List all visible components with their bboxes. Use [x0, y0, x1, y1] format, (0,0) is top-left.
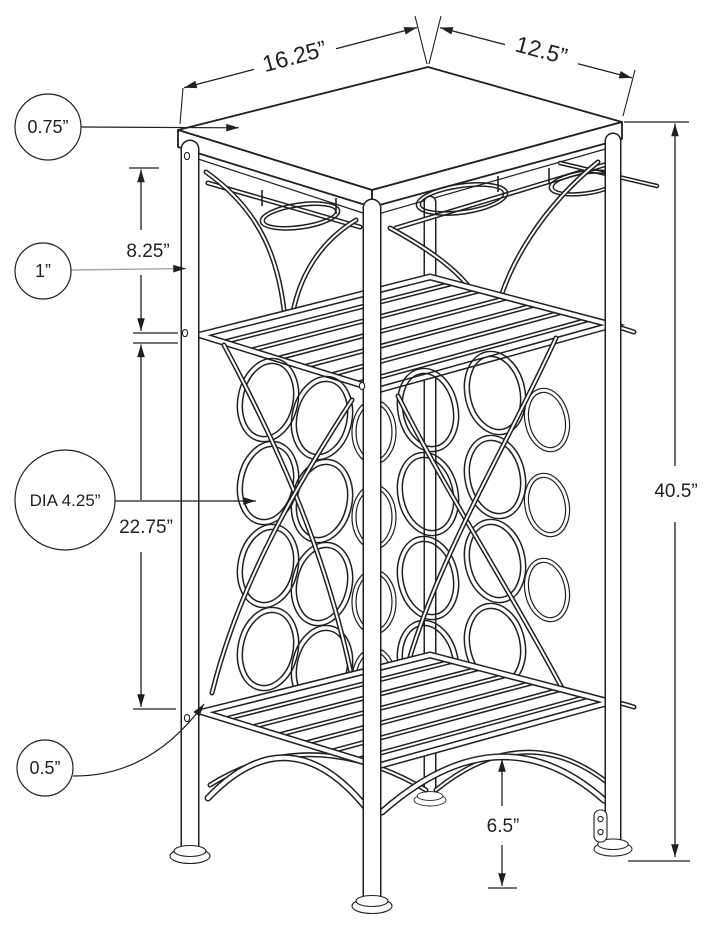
- rack-curved-supports: [209, 335, 565, 701]
- balloon-leg-tube: 0.5”: [16, 703, 205, 797]
- left-leg-foot: [169, 844, 211, 865]
- legs: [169, 132, 633, 915]
- front-leg-foot: [351, 894, 393, 915]
- bottle-rings-left: [229, 351, 361, 716]
- front-arches: [204, 753, 608, 816]
- dim-upper-opening-label: 8.25”: [126, 241, 169, 262]
- hardware-details: [181, 151, 608, 843]
- balloon-ring-diameter-label: DIA 4.25”: [30, 491, 101, 510]
- dim-upper-opening: 8.25”: [126, 167, 178, 334]
- back-leg-foot: [413, 791, 447, 807]
- dim-top-depth: 12.5”: [439, 26, 633, 79]
- dim-rack-section: 22.75”: [119, 342, 178, 710]
- dim-overall-height: 40.5”: [624, 121, 698, 862]
- middle-shelf: [187, 273, 637, 394]
- dim-overall-height-label: 40.5”: [654, 481, 697, 502]
- dim-rack-section-label: 22.75”: [119, 517, 173, 538]
- dim-top-depth-label: 12.5”: [513, 31, 570, 70]
- balloon-frame-tube: 1”: [14, 242, 187, 300]
- balloon-frame-tube-label: 1”: [35, 261, 51, 281]
- balloon-ring-diameter: DIA 4.25”: [14, 449, 256, 551]
- dim-arch-clearance: 6.5”: [487, 759, 520, 889]
- dimension-annotations: 16.25” 12.5” 40.5” 8.25”: [14, 15, 698, 889]
- dim-top-width-label: 16.25”: [260, 35, 330, 77]
- bottom-shelf: [188, 651, 637, 770]
- balloon-top-thickness: 0.75”: [14, 93, 240, 161]
- furniture-drawing: [169, 66, 660, 915]
- dim-arch-clearance-label: 6.5”: [487, 816, 520, 837]
- balloon-leg-tube-label: 0.5”: [29, 758, 60, 778]
- balloon-top-thickness-label: 0.75”: [27, 117, 68, 137]
- stemware-rack: [205, 160, 660, 231]
